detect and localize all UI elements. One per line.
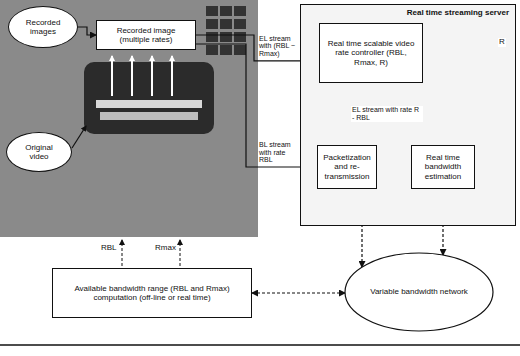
source-circle: Original video — [6, 132, 72, 172]
rate-feed-line — [122, 240, 123, 266]
connector-arrow — [78, 27, 96, 35]
signal-label: R — [498, 38, 506, 47]
signal-label: RBL — [100, 244, 118, 253]
group-heading: Real time streaming server — [407, 8, 509, 17]
process-box: Real time scalable video rate controller… — [319, 23, 423, 83]
edge-label: BL stream with rate RBL — [258, 141, 300, 164]
edge-label: EL stream with (RBL ~ Rmax) — [258, 35, 300, 58]
node-text: Variable bandwidth network — [370, 287, 468, 296]
signal-label: Rmax — [154, 244, 177, 253]
node-text: Packetization and re-transmission — [322, 153, 372, 181]
edge-label: EL stream with rate R - RBL — [351, 106, 423, 121]
cloud-shape — [345, 253, 493, 331]
input-arrow — [72, 126, 86, 148]
up-arrow — [151, 56, 153, 96]
node-text: Real time scalable video rate controller… — [324, 39, 418, 67]
storage-box: Recorded image (multiple rates) — [96, 20, 196, 50]
source-circle: Recorded images — [8, 6, 78, 48]
node-text: Recorded images — [17, 18, 69, 36]
frame-grid — [206, 6, 246, 55]
layer-bar — [96, 100, 202, 108]
node-text: Available bandwidth range (RBL and Rmax)… — [57, 284, 247, 302]
node-text: Real time bandwidth estimation — [416, 153, 470, 181]
rate-feed-line — [180, 240, 181, 266]
rule-line — [0, 344, 520, 346]
up-arrow — [131, 56, 133, 96]
connector-arrow — [252, 292, 345, 293]
process-box: Real time bandwidth estimation — [411, 145, 475, 189]
process-box: Packetization and re-transmission — [317, 145, 377, 189]
node-text: Recorded image (multiple rates) — [101, 26, 191, 44]
network-cloud: Variable bandwidth network — [344, 252, 494, 332]
node-text: Original video — [15, 143, 63, 161]
up-arrow — [171, 56, 173, 96]
connector-arrow — [196, 44, 317, 167]
layer-bar — [100, 112, 198, 120]
encoder-stack — [84, 62, 214, 134]
up-arrow — [111, 56, 113, 96]
process-box: Available bandwidth range (RBL and Rmax)… — [52, 268, 252, 318]
